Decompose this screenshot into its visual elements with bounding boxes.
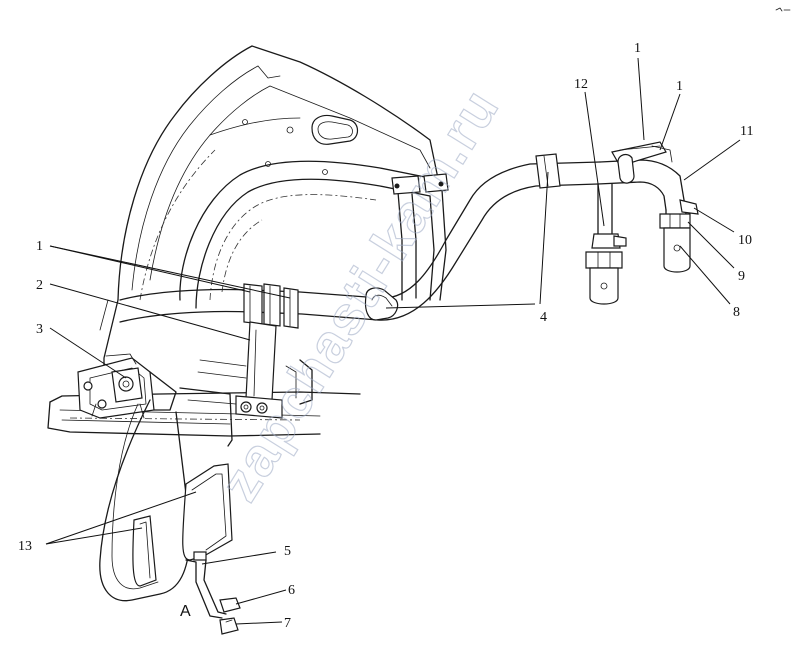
body-panel: [99, 45, 441, 373]
clamp-group-1: [243, 283, 299, 329]
coolant-hose-loop: [179, 160, 449, 309]
bracket-5-assembly: [185, 551, 241, 635]
callout-10: 10: [738, 233, 752, 248]
callout-7: 7: [284, 616, 291, 631]
callout-2: 2: [36, 278, 43, 293]
right-pipe-assembly: [585, 141, 699, 305]
bracket-2: [197, 321, 283, 419]
callout-9: 9: [738, 269, 745, 284]
callout-6: 6: [288, 583, 295, 598]
callout-1-top-right: 1: [676, 79, 683, 94]
callout-4: 4: [540, 310, 547, 325]
callout-13: 13: [18, 539, 32, 554]
mount-bracket-3: [77, 353, 177, 419]
callout-5: 5: [284, 544, 291, 559]
guard-plate-13: [99, 399, 233, 602]
callout-labels: 1 1 1 2 3 4 5 6 7 8 9 10 11 12 13 A: [18, 41, 753, 631]
callout-8: 8: [733, 305, 740, 320]
callout-11: 11: [740, 124, 753, 139]
corner-mark: [775, 7, 791, 12]
callout-1-left: 1: [36, 239, 43, 254]
callout-12: 12: [574, 77, 588, 92]
callout-1-top-center: 1: [634, 41, 641, 56]
callout-3: 3: [36, 322, 43, 337]
clamp-4: [364, 153, 561, 321]
leader-lines: [45, 57, 741, 625]
view-label-a: A: [180, 603, 191, 620]
